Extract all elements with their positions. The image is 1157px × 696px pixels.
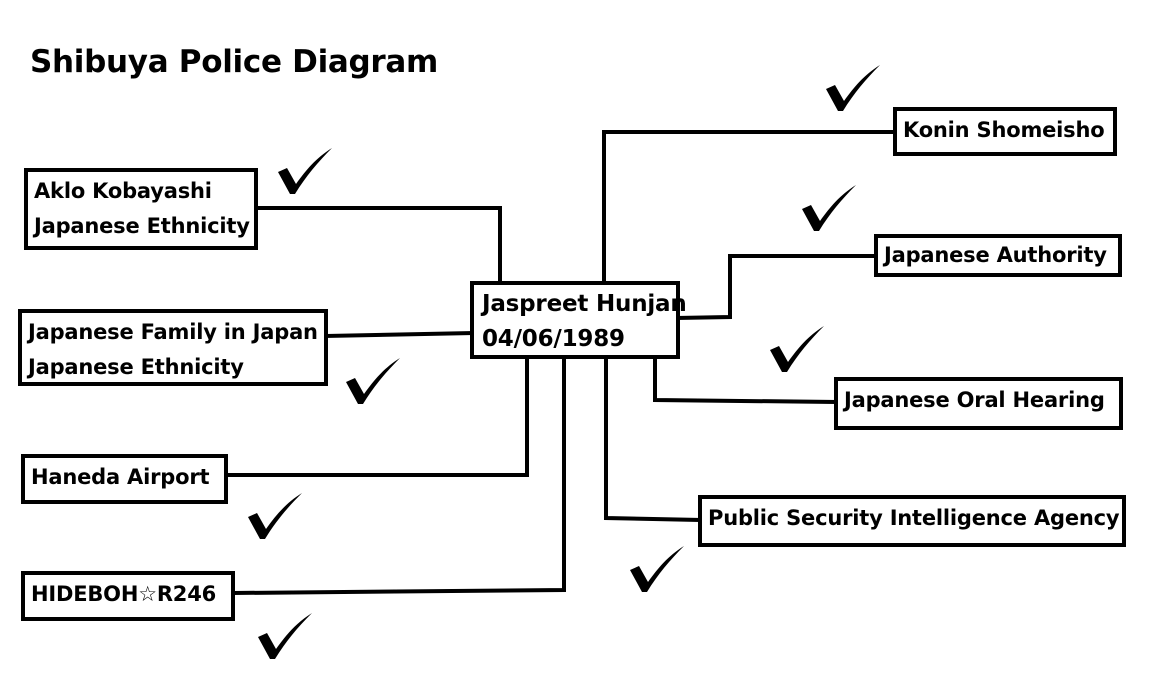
node-japanese-authority: Japanese Authority xyxy=(874,234,1122,277)
node-haneda-airport: Haneda Airport xyxy=(21,454,228,504)
connector-oral xyxy=(653,355,839,405)
node-label: HIDEBOH☆R246 xyxy=(31,582,217,606)
checkmark-icon xyxy=(826,65,880,111)
checkmark-icon xyxy=(346,358,400,404)
connector-psia xyxy=(604,355,703,523)
node-sublabel: Japanese Ethnicity xyxy=(28,355,244,379)
node-label: Konin Shomeisho xyxy=(903,118,1105,142)
node-label: Haneda Airport xyxy=(31,465,210,489)
node-konin-shomeisho: Konin Shomeisho xyxy=(893,107,1117,156)
center-name: Jaspreet Hunjan xyxy=(482,291,687,317)
connector-authority xyxy=(675,254,878,321)
node-label: Japanese Authority xyxy=(884,243,1107,267)
connector-haneda xyxy=(224,355,529,477)
center-date: 04/06/1989 xyxy=(482,326,625,352)
checkmark-icon xyxy=(258,613,312,659)
connector-aklo xyxy=(254,206,502,284)
connector-hideboh xyxy=(231,355,566,596)
node-sublabel: Japanese Ethnicity xyxy=(34,214,250,238)
checkmark-icon xyxy=(802,185,856,231)
connector-konin xyxy=(602,130,896,284)
node-label: Japanese Family in Japan xyxy=(28,320,318,344)
center-node: Jaspreet Hunjan 04/06/1989 xyxy=(470,281,687,359)
checkmark-icon xyxy=(248,493,302,539)
node-label: Public Security Intelligence Agency xyxy=(708,506,1120,530)
diagram-title: Shibuya Police Diagram xyxy=(30,44,439,80)
node-label: Japanese Oral Hearing xyxy=(844,388,1105,412)
node-label: Aklo Kobayashi xyxy=(34,179,212,203)
node-japanese-oral-hearing: Japanese Oral Hearing xyxy=(834,377,1123,430)
node-hideboh: HIDEBOH☆R246 xyxy=(21,571,235,621)
checkmark-icon xyxy=(630,546,684,592)
connector-family xyxy=(323,330,475,339)
checkmark-icon xyxy=(278,148,332,194)
node-psia: Public Security Intelligence Agency xyxy=(698,495,1126,547)
node-aklo-kobayashi: Aklo Kobayashi Japanese Ethnicity xyxy=(24,168,258,250)
checkmark-icon xyxy=(770,326,824,372)
node-japanese-family: Japanese Family in Japan Japanese Ethnic… xyxy=(18,309,328,386)
